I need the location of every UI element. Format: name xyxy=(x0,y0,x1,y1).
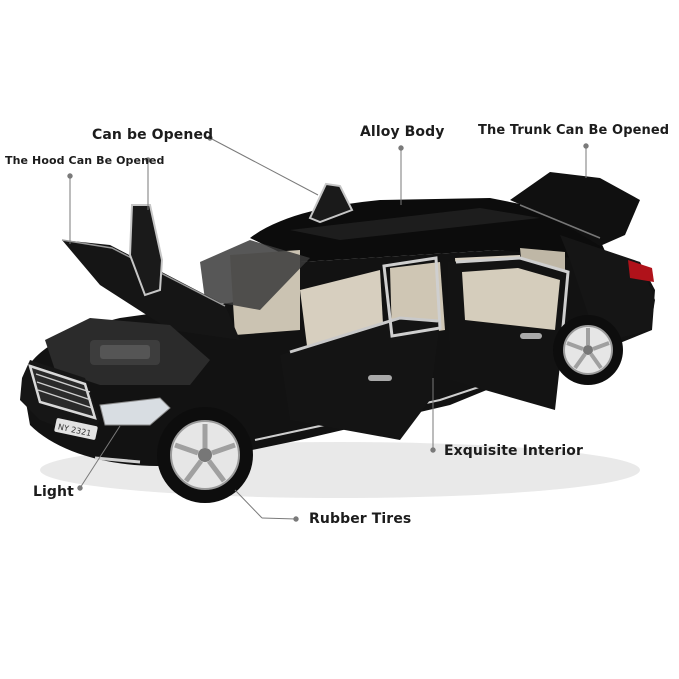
label-light: Light xyxy=(33,484,74,500)
license-plate xyxy=(54,418,98,440)
grille xyxy=(28,364,97,420)
label-exquisite-interior: Exquisite Interior xyxy=(444,443,583,459)
label-rubber-tires: Rubber Tires xyxy=(309,511,412,527)
headlight xyxy=(99,397,171,426)
tail-light xyxy=(628,260,654,282)
label-trunk-can-be-opened: The Trunk Can Be Opened xyxy=(478,123,670,138)
label-hood-can-be-opened: The Hood Can Be Opened xyxy=(5,154,165,167)
label-alloy-body: Alloy Body xyxy=(360,124,445,140)
front-fascia: NY 2321 xyxy=(20,360,171,464)
front-door xyxy=(280,316,440,440)
opened-upper-door-left xyxy=(128,204,164,297)
middle-door-frame xyxy=(382,256,442,338)
windshield xyxy=(200,240,310,310)
rear-door xyxy=(447,256,570,410)
callout-lines xyxy=(67,135,589,522)
open-trunk xyxy=(510,172,640,246)
rear-wheel xyxy=(553,315,623,385)
front-wheel xyxy=(157,407,253,503)
label-can-be-opened: Can be Opened xyxy=(92,127,214,143)
opened-upper-door-right xyxy=(308,182,354,224)
